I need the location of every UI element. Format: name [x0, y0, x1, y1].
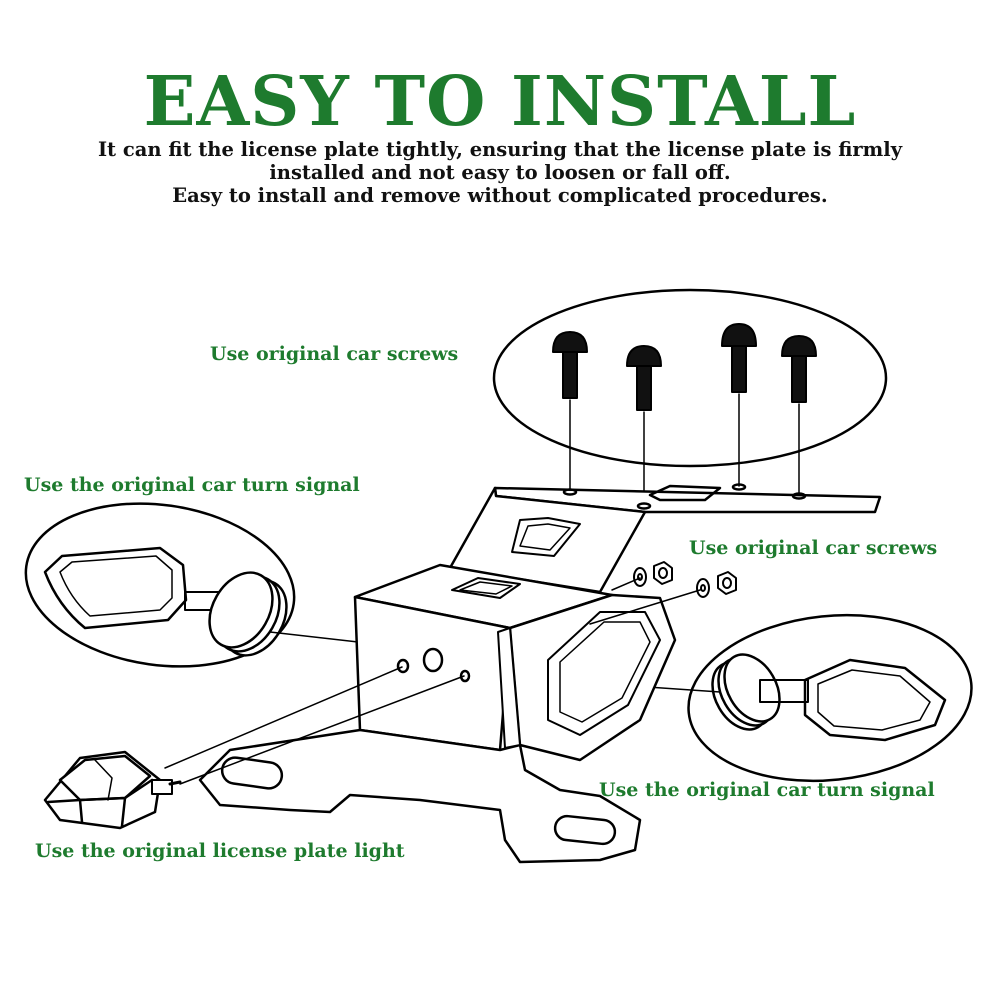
- label-original-turn-signal-left: Use the original car turn signal: [24, 474, 360, 496]
- description-line-2: installed and not easy to loosen or fall…: [269, 161, 731, 184]
- screws-callout-bubble: [492, 288, 888, 468]
- description: It can fit the license plate tightly, en…: [40, 138, 960, 207]
- screw-1: [552, 331, 588, 493]
- license-plate-light: [43, 666, 465, 830]
- right-turn-signal: [547, 653, 947, 742]
- label-original-screws-top: Use original car screws: [210, 343, 459, 365]
- right-turn-signal-bubble: [687, 613, 973, 783]
- left-turn-signal: [43, 546, 359, 657]
- left-turn-signal-bubble: [24, 502, 296, 668]
- description-line-1: It can fit the license plate tightly, en…: [97, 138, 903, 161]
- screw-3: [721, 323, 757, 487]
- label-original-turn-signal-right: Use the original car turn signal: [599, 779, 935, 801]
- washers-nuts: [589, 561, 737, 625]
- page-title: EASY TO INSTALL: [143, 62, 857, 142]
- label-original-license-plate-light: Use the original license plate light: [35, 840, 405, 862]
- license-plate-bracket: [198, 483, 882, 864]
- label-original-screws-side: Use original car screws: [689, 537, 938, 559]
- description-line-3: Easy to install and remove without compl…: [172, 184, 828, 207]
- screw-2: [626, 345, 662, 509]
- screw-4: [781, 335, 817, 495]
